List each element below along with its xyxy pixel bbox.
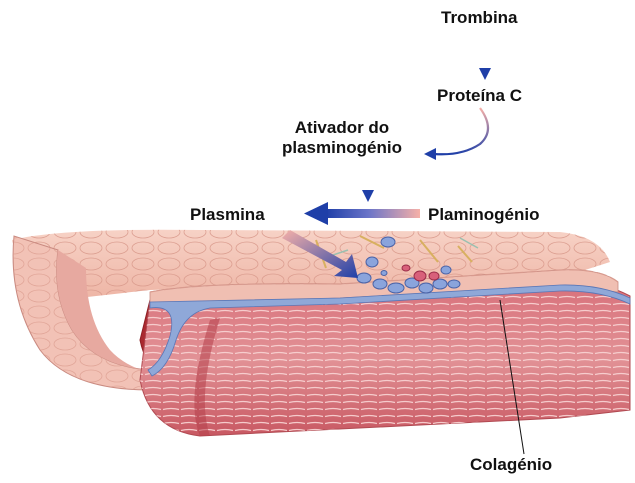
label-plaminogenio: Plaminogénio: [428, 205, 539, 225]
arrow-plaminogenio-to-plasmina: [304, 202, 420, 225]
label-plasmina: Plasmina: [190, 205, 265, 225]
arrow-proteina-to-ativador: [424, 108, 488, 160]
arrow-ativador-to-reaction: [362, 170, 374, 202]
label-colagenio: Colagénio: [470, 455, 552, 475]
label-ativador-line1: Ativador do: [282, 118, 402, 138]
arrow-trombina-to-proteina: [479, 40, 491, 80]
label-ativador-line2: plasminogénio: [282, 138, 402, 158]
label-ativador-plasminogenio: Ativador do plasminogénio: [282, 118, 402, 158]
label-proteina-c: Proteína C: [437, 86, 522, 106]
label-trombina: Trombina: [441, 8, 518, 28]
